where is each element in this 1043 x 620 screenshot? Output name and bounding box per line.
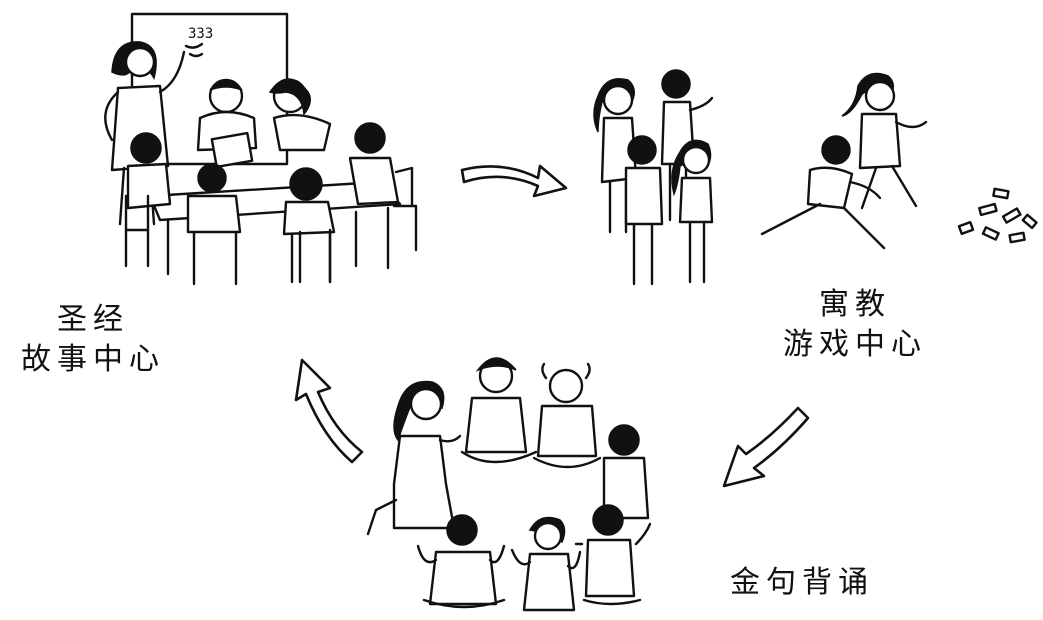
arrow-to-story-center — [294, 358, 364, 464]
story-center-label-line1: 圣经 — [57, 302, 129, 337]
board-text: 333 — [188, 26, 213, 42]
student-figures — [124, 78, 418, 286]
running-children — [760, 72, 928, 250]
game-center-illustration — [593, 69, 1038, 286]
standing-children — [593, 69, 714, 286]
game-center-label-line1: 寓教 — [819, 287, 891, 322]
verse-center-label-line1: 金句背诵 — [730, 565, 874, 600]
scattered-cards — [957, 187, 1038, 244]
story-center-label: 圣经 故事中心 — [8, 300, 178, 380]
story-center-illustration: 333 — [104, 12, 418, 286]
story-center-label-line2: 故事中心 — [21, 342, 165, 377]
arrow-to-game-center — [460, 164, 568, 198]
game-center-label-line2: 游戏中心 — [783, 327, 927, 362]
kneeling-teacher — [366, 380, 462, 536]
verse-center-label: 金句背诵 — [730, 563, 920, 603]
arrow-to-verse-center — [722, 406, 810, 488]
verse-center-illustration — [366, 357, 652, 612]
game-center-label: 寓教 游戏中心 — [770, 285, 940, 365]
seated-children — [416, 357, 652, 612]
